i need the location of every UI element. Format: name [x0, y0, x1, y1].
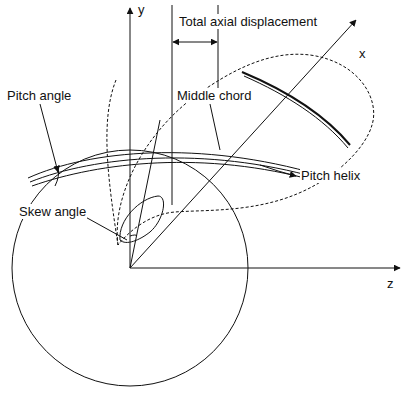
axial-dimension — [173, 42, 217, 43]
pitch-helix — [30, 158, 318, 182]
skew-line — [130, 120, 160, 268]
figure-label: Total axial displacement — [178, 14, 318, 29]
tip-chord — [244, 76, 348, 148]
root-section — [120, 196, 164, 242]
figure-label: z — [386, 276, 395, 291]
figure-label: Pitch angle — [6, 88, 72, 103]
z-axis — [130, 268, 400, 269]
skew-arc — [130, 235, 137, 236]
figure-label: Skew angle — [18, 204, 87, 219]
figure-label: y — [137, 2, 146, 17]
leader-line — [40, 104, 58, 172]
figure-label: Middle chord — [176, 88, 252, 103]
y-axis — [130, 8, 131, 268]
figure-label: x — [358, 46, 367, 61]
blade-outline — [117, 54, 374, 245]
axial-line — [172, 5, 173, 205]
leader-line — [210, 104, 220, 150]
figure-label: Pitch helix — [300, 168, 361, 183]
leader-line — [260, 165, 296, 176]
pitch-helix — [32, 162, 316, 186]
